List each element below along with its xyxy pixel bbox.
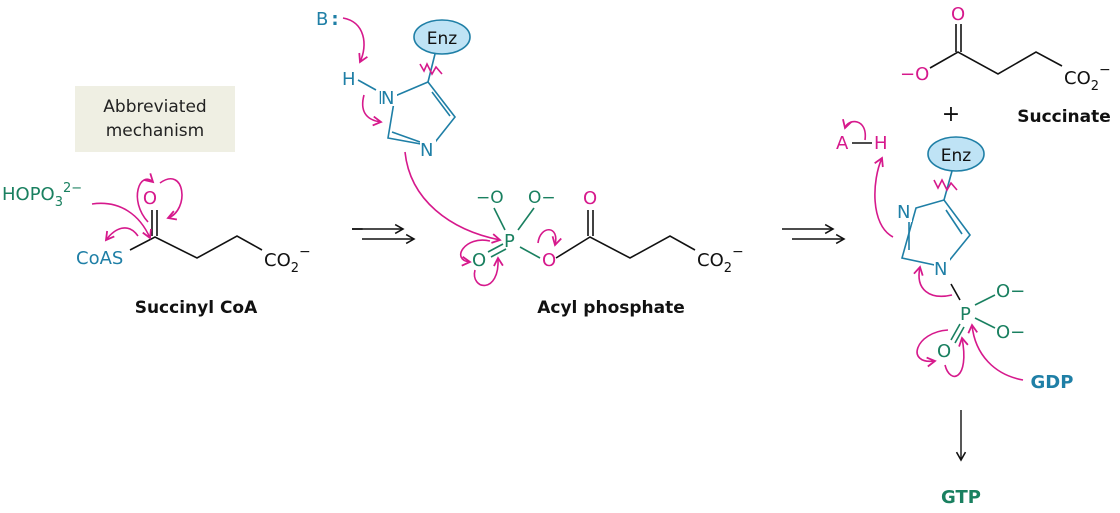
hopo3-label: HOPO32−	[2, 181, 82, 210]
n1-label-2: N	[934, 259, 947, 280]
n-p-cleave-arrow	[913, 265, 953, 297]
a-h-arrow	[842, 118, 866, 141]
acyl-carboxylate: CO2−	[697, 244, 744, 276]
o-minus-2: O−	[996, 322, 1025, 343]
gdp-attack-arrow	[967, 323, 1024, 381]
equilibrium-arrow-1	[352, 223, 416, 245]
enzyme-attachment-squiggle	[419, 62, 443, 76]
enzyme-attachment-squiggle-2	[933, 178, 958, 192]
box-line-1: Abbreviated	[103, 97, 207, 117]
base-label: B:	[316, 9, 339, 30]
pi-bond-arrow	[159, 178, 183, 221]
enz-label: Enz	[427, 29, 458, 49]
o-reform-arrow-2	[944, 336, 969, 378]
succinate: O −O CO2− + Succinate	[900, 4, 1111, 127]
enz-label-2: Enz	[941, 146, 972, 166]
phosphoryl-enzyme: A H Enz N N P O− O− O GDP GTP	[836, 118, 1074, 508]
o-reform-arrow	[473, 256, 504, 287]
p-o-pi-arrow-2	[916, 329, 949, 368]
n3-label: N	[420, 140, 433, 161]
p-o-cleave-arrow	[537, 228, 562, 247]
succinyl-coa: HOPO32− O CoAS CO2− Succinyl CoA	[2, 173, 311, 318]
equilibrium-arrow-2	[782, 223, 846, 245]
succinate-carboxylate: CO2−	[1064, 62, 1111, 94]
plus-sign: +	[942, 102, 960, 127]
p-double-oxygen: O	[472, 250, 486, 271]
leaving-group-arrow	[104, 227, 139, 242]
succinate-o-minus: −O	[900, 64, 929, 85]
abbreviated-mechanism-box: Abbreviated mechanism	[75, 86, 235, 152]
imidazole-attack-arrow	[404, 151, 502, 244]
o-minus-1: O−	[996, 281, 1025, 302]
gdp-label: GDP	[1031, 372, 1074, 393]
nh-bond-arrow	[361, 94, 383, 127]
box-line-2: mechanism	[105, 121, 205, 141]
carboxylate-label: CO2−	[264, 244, 311, 276]
enzyme-ellipse	[413, 19, 471, 55]
nucleophile-attack-arrow	[91, 202, 152, 240]
imidazole-base: B: Enz H N N N	[316, 9, 502, 244]
svg-text:N: N	[381, 88, 394, 109]
o-minus-right: O−	[528, 188, 556, 208]
bridging-oxygen: O	[542, 250, 556, 271]
enzyme-ellipse-2	[927, 136, 985, 172]
carbonyl-oxygen: O	[143, 188, 157, 209]
acyl-carbonyl-oxygen: O	[583, 188, 597, 209]
succinate-name: Succinate	[1017, 107, 1111, 127]
succinate-carbonyl-oxygen: O	[951, 4, 965, 25]
phosphorus-2: P	[960, 304, 971, 325]
gtp-label: GTP	[941, 487, 981, 508]
coas-label: CoAS	[76, 248, 123, 269]
reform-carbonyl-arrow	[136, 173, 155, 223]
acid-a: A	[836, 133, 849, 154]
p-o-pi-arrow	[459, 239, 491, 267]
acyl-phosphate: −O O− P O O O CO2− Acyl phosphate	[459, 188, 744, 318]
deprotonation-arrow	[342, 17, 368, 64]
n3-label-2: N	[897, 202, 910, 223]
n-protonation-arrow	[874, 156, 894, 238]
succinyl-coa-name: Succinyl CoA	[135, 298, 258, 318]
phosphorus: P	[504, 231, 515, 252]
h-label: H	[342, 69, 356, 90]
acyl-phosphate-name: Acyl phosphate	[537, 298, 685, 318]
o-minus-left: −O	[476, 188, 504, 208]
acid-h: H	[874, 133, 888, 154]
p-double-oxygen-2: O	[937, 341, 951, 362]
